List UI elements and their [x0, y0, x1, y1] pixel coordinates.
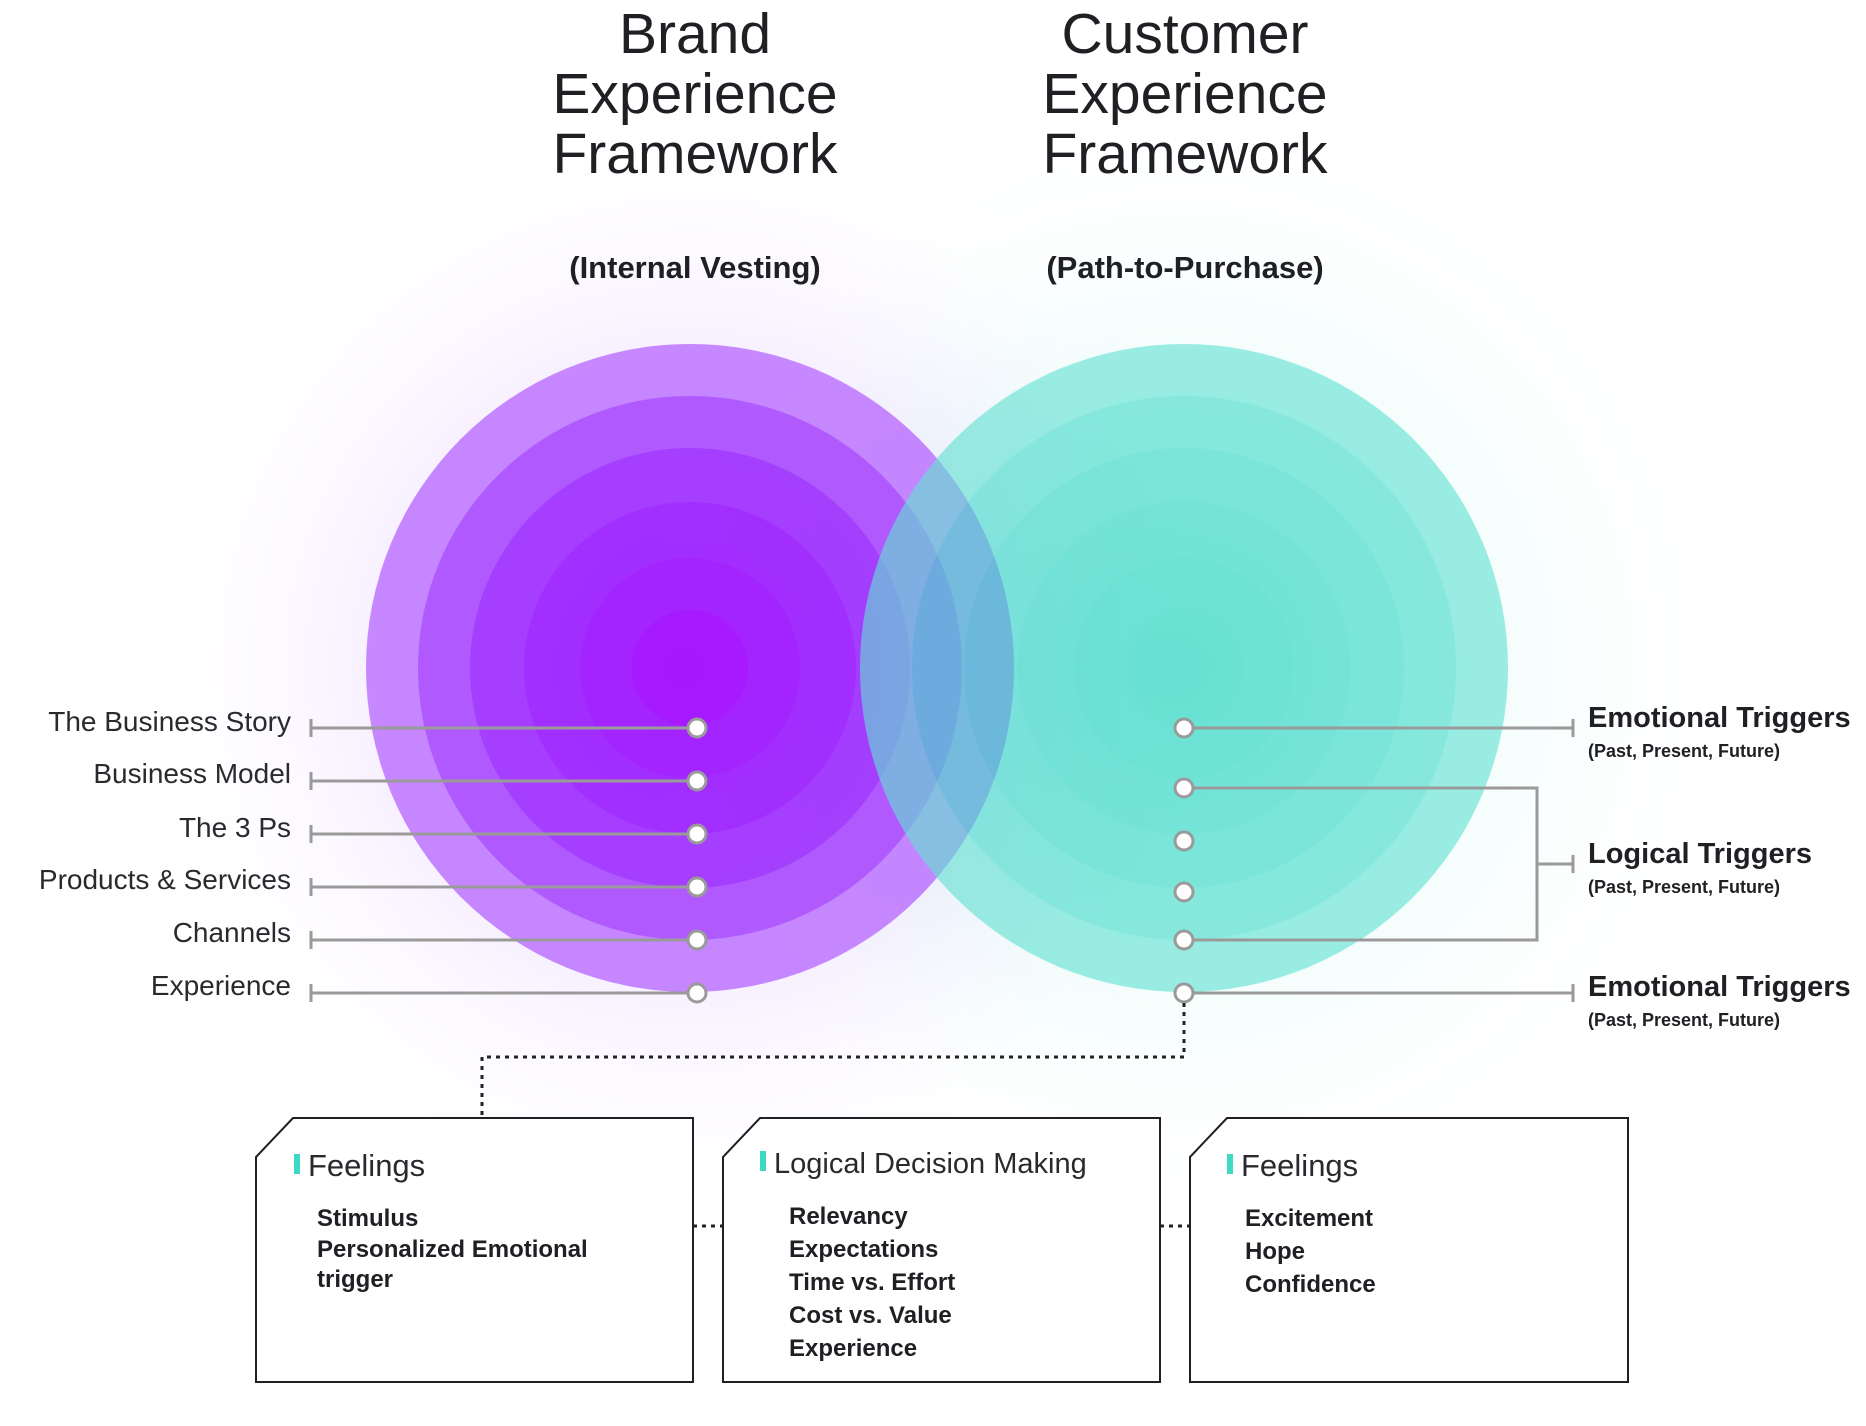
connector-node	[1173, 717, 1195, 739]
box-1-heading: Feelings	[294, 1148, 425, 1184]
box-3-heading-text: Feelings	[1241, 1148, 1359, 1183]
customer-title: Customer Experience Framework	[1042, 2, 1328, 186]
left-label-3-ps: The 3 Ps	[178, 812, 291, 843]
connector-node	[686, 929, 708, 951]
box-2-heading: Logical Decision Making	[760, 1148, 1087, 1181]
right-label-title: Emotional Triggers	[1588, 971, 1851, 1003]
connector-node	[686, 717, 708, 739]
connector-node	[1173, 982, 1195, 1004]
right-label-title: Logical Triggers	[1588, 838, 1812, 870]
box-item: Time vs. Effort	[789, 1269, 956, 1296]
left-label-business-story: The Business Story	[48, 706, 291, 737]
box-1-heading-text: Feelings	[308, 1148, 426, 1183]
box-outlines	[255, 1117, 1629, 1383]
brand-subtitle: (Internal Vesting)	[569, 250, 821, 285]
connector-node	[686, 770, 708, 792]
box-item: Cost vs. Value	[789, 1302, 952, 1329]
brand-ring-6	[632, 610, 748, 726]
right-label-subtitle: (Past, Present, Future)	[1588, 741, 1781, 761]
box-item: Stimulus	[317, 1205, 419, 1232]
connector-node	[1173, 881, 1195, 903]
left-label-channels: Channels	[172, 917, 291, 948]
box-item: Relevancy	[789, 1203, 908, 1230]
accent-bar	[760, 1151, 766, 1171]
connector-node	[1173, 929, 1195, 951]
connector-node	[686, 982, 708, 1004]
box-item: Expectations	[789, 1236, 939, 1263]
right-label-subtitle: (Past, Present, Future)	[1588, 877, 1781, 897]
box-item: Hope	[1245, 1238, 1305, 1265]
box-2-outline	[722, 1117, 1161, 1383]
right-label-logical: Logical Triggers (Past, Present, Future)	[1588, 838, 1812, 898]
box-2-heading-text: Logical Decision Making	[774, 1148, 1087, 1180]
box-2-items: Relevancy Expectations Time vs. Effort C…	[789, 1200, 955, 1365]
accent-bar	[294, 1154, 300, 1174]
box-item: Experience	[789, 1335, 918, 1362]
left-connectors	[309, 717, 708, 1004]
box-item: trigger	[317, 1266, 394, 1293]
brand-circle	[366, 344, 1014, 992]
right-label-emotional-bottom: Emotional Triggers (Past, Present, Futur…	[1588, 971, 1851, 1031]
connector-node	[1173, 830, 1195, 852]
connector-node	[686, 876, 708, 898]
box-item: Confidence	[1245, 1271, 1376, 1298]
right-label-title: Emotional Triggers	[1588, 702, 1851, 734]
box-1-items: Stimulus Personalized Emotional trigger	[317, 1202, 588, 1295]
left-label-products-services: Products & Services	[38, 864, 291, 895]
connector-node	[1173, 777, 1195, 799]
accent-bar	[1227, 1154, 1233, 1174]
customer-ring-6	[1126, 610, 1242, 726]
right-label-emotional-top: Emotional Triggers (Past, Present, Futur…	[1588, 702, 1851, 762]
right-label-subtitle: (Past, Present, Future)	[1588, 1010, 1781, 1030]
left-label-business-model: Business Model	[93, 758, 291, 789]
connector-node	[686, 823, 708, 845]
right-connectors	[1173, 717, 1575, 1004]
box-item: Excitement	[1245, 1205, 1374, 1232]
box-item: Personalized Emotional	[317, 1236, 588, 1263]
box-3-heading: Feelings	[1227, 1148, 1358, 1184]
box-3-items: Excitement Hope Confidence	[1245, 1202, 1376, 1301]
dotted-path	[480, 1003, 1186, 1118]
dotted-connectors	[480, 1003, 1190, 1228]
customer-subtitle: (Path-to-Purchase)	[1046, 250, 1324, 285]
left-label-experience: Experience	[150, 970, 291, 1001]
box-1-outline	[255, 1117, 694, 1383]
brand-title: Brand Experience Framework	[552, 2, 838, 186]
box-3-outline	[1189, 1117, 1629, 1383]
customer-circle	[860, 344, 1508, 992]
